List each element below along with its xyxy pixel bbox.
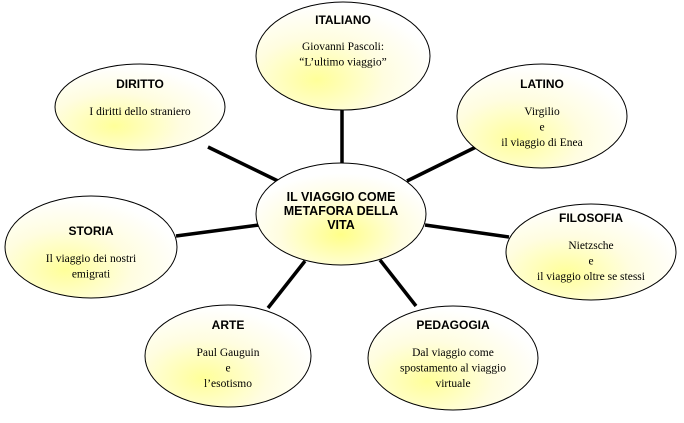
node-text-line: Il viaggio dei nostri [46, 253, 136, 265]
node-title: DIRITTO [116, 77, 164, 91]
node-text-line: Dal viaggio come [412, 347, 494, 359]
node-text-line: Giovanni Pascoli: [302, 41, 384, 53]
connectors [175, 108, 510, 310]
node-title: ARTE [212, 318, 245, 332]
node-text-line: Nietzsche [568, 240, 613, 252]
node-text-line: Paul Gauguin [197, 347, 260, 359]
node-text-line: e [588, 256, 593, 268]
node-text-line: I diritti dello straniero [89, 106, 190, 118]
connector-diritto [207, 145, 279, 183]
node-title: PEDAGOGIA [416, 318, 490, 332]
node-title: FILOSOFIA [559, 211, 623, 225]
node-text-line: il viaggio di Enea [501, 137, 582, 149]
node-text-line: e [539, 122, 544, 134]
node-text-line: l’esotismo [204, 378, 252, 390]
node-title: STORIA [68, 224, 113, 238]
connector-filosofia [424, 223, 510, 239]
node-ellipse [4, 195, 178, 299]
node-storia: STORIA Il viaggio dei nostri emigrati [4, 195, 178, 299]
node-text-line: “L’ultimo viaggio” [299, 57, 386, 69]
node-diritto: DIRITTO I diritti dello straniero [54, 63, 226, 151]
node-title: LATINO [520, 77, 564, 91]
central-title-line: IL VIAGGIO COME [287, 190, 396, 204]
central-title-line: METAFORA DELLA [284, 204, 399, 218]
node-ellipse [255, 1, 431, 111]
node-text-line: Virgilio [524, 106, 560, 118]
central-title-line: VITA [327, 218, 355, 232]
node-title: ITALIANO [315, 13, 371, 27]
node-text-line: e [225, 363, 230, 375]
node-ellipse [505, 203, 677, 301]
node-latino: LATINO Virgilio e il viaggio di Enea [456, 63, 628, 169]
connector-storia [175, 223, 260, 238]
central-ellipse [255, 162, 427, 266]
node-ellipse [144, 304, 312, 408]
node-ellipse [367, 305, 539, 411]
node-text-line: emigrati [72, 269, 110, 281]
node-ellipse [54, 63, 226, 151]
node-arte: ARTE Paul Gauguin e l’esotismo [144, 304, 312, 408]
connector-pedagogia [378, 258, 418, 308]
node-text-line: il viaggio oltre se stessi [537, 271, 645, 283]
node-text-line: virtuale [435, 378, 470, 390]
node-text-line: spostamento al viaggio [400, 363, 506, 375]
connector-latino [406, 145, 477, 183]
node-filosofia: FILOSOFIA Nietzsche e il viaggio oltre se s… [505, 203, 677, 301]
node-pedagogia: PEDAGOGIA Dal viaggio come spostamento al … [367, 305, 539, 411]
node-ellipse [456, 63, 628, 169]
connector-arte [266, 259, 307, 310]
node-italiano: ITALIANO Giovanni Pascoli: “L’ultimo viagg… [255, 1, 431, 111]
